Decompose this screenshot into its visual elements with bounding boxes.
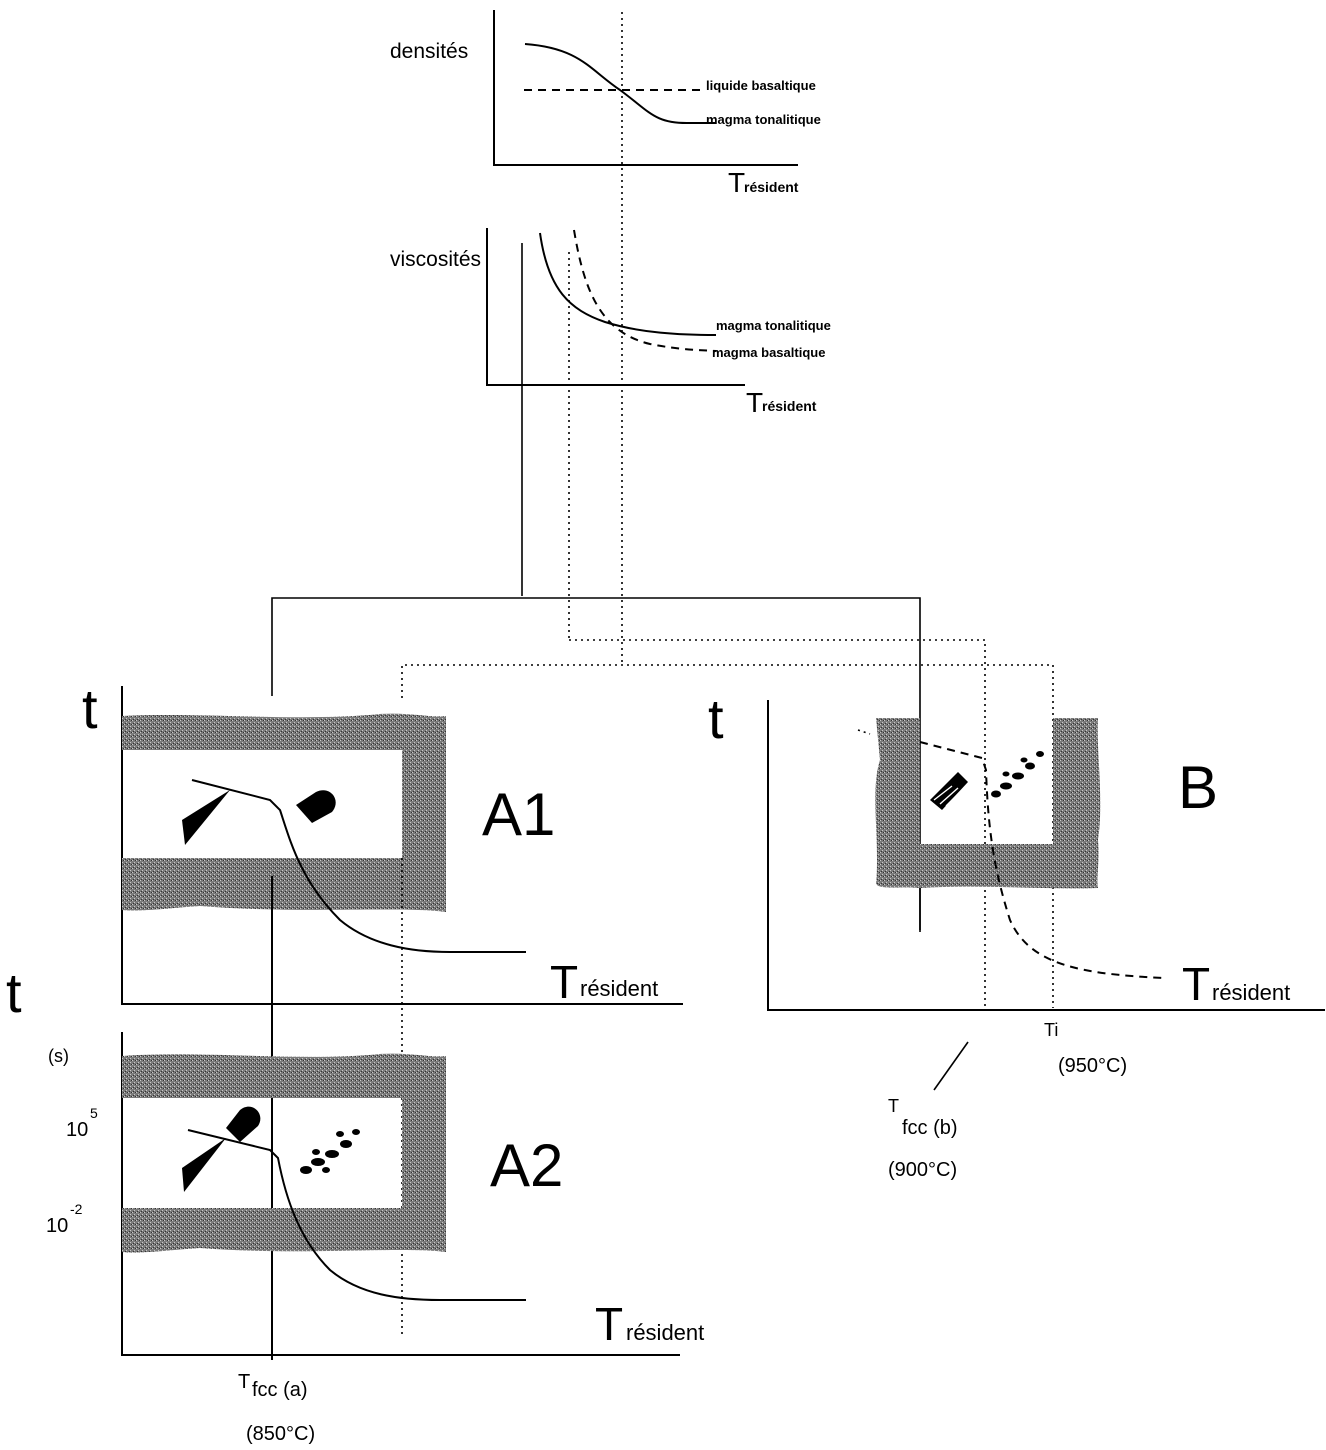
a1-blob-icon [296,790,336,823]
tfcc-b-T: T [888,1096,899,1116]
a2-yaxis-unit: (s) [48,1046,69,1066]
b-yaxis-label: t [708,687,724,750]
a2-tick-low-base: 10 [46,1215,68,1237]
viscosity-curve-tonalitic [540,233,716,335]
viscosities-xlabel-sub: résident [762,398,817,414]
a2-yaxis-label: t [6,961,22,1024]
tfcc-a-T: T [238,1371,250,1393]
tfcc-b-leader [934,1042,968,1090]
a1-xlabel-sub: résident [580,976,658,1001]
densities-xlabel-T: T [728,167,745,198]
panel-a1: t A1 T résident [82,677,683,1008]
a2-cone-icon [182,1138,226,1192]
a2-label: A2 [490,1132,563,1199]
a2-tick-high-base: 10 [66,1119,88,1141]
panel-a2: t (s) 10 5 10 -2 A2 T résident T fcc (a)… [6,961,704,1445]
b-dotted-tail [858,730,870,734]
a2-tick-low-exp: -2 [70,1201,83,1217]
legend-magma-tonalitique-2: magma tonalitique [716,318,831,333]
tfcc-a-sub: fcc (a) [252,1379,308,1401]
densities-chart: densités liquide basaltique magma tonali… [390,10,821,198]
tfcc-a-value: (850°C) [246,1423,315,1445]
a2-xlabel-T: T [595,1298,623,1350]
viscosities-ylabel: viscosités [390,248,481,271]
b-stippled-frame [875,718,1100,888]
ti-value: (950°C) [1058,1055,1127,1077]
a2-tick-high-exp: 5 [90,1105,98,1121]
a2-xlabel-sub: résident [626,1320,704,1345]
b-xlabel-sub: résident [1212,980,1290,1005]
legend-magma-tonalitique: magma tonalitique [706,112,821,127]
b-label: B [1178,754,1218,821]
viscosities-axes [487,228,745,385]
panel-b: t B T résident Ti (950°C) T fcc (b) (900… [708,687,1325,1181]
a1-xlabel-T: T [550,956,578,1008]
density-curve-tonalitic [525,44,716,123]
a1-label: A1 [482,781,555,848]
legend-magma-basaltique: magma basaltique [712,345,825,360]
a1-stippled-frame [122,714,446,912]
a2-stippled-frame [122,1054,446,1253]
ti-label: Ti [1044,1020,1058,1040]
viscosities-xlabel-T: T [746,387,763,418]
a1-yaxis-label: t [82,677,98,740]
connector-dotted-tfcc-b [569,640,985,1010]
densities-ylabel: densités [390,40,468,63]
legend-liquide-basaltique: liquide basaltique [706,78,816,93]
a2-blob-icon [226,1107,260,1142]
viscosities-chart: viscosités magma tonalitique magma basal… [390,228,831,418]
densities-xlabel-sub: résident [744,179,799,195]
viscosity-curve-basaltic [574,230,716,351]
b-xlabel-T: T [1182,958,1210,1010]
tfcc-b-sub: fcc (b) [902,1117,958,1139]
b-droplets-icon [991,751,1044,798]
tfcc-b-value: (900°C) [888,1159,957,1181]
b-hatched-crystal-icon [930,772,968,810]
a1-cone-icon [182,790,230,845]
a2-droplets-icon [300,1129,360,1174]
